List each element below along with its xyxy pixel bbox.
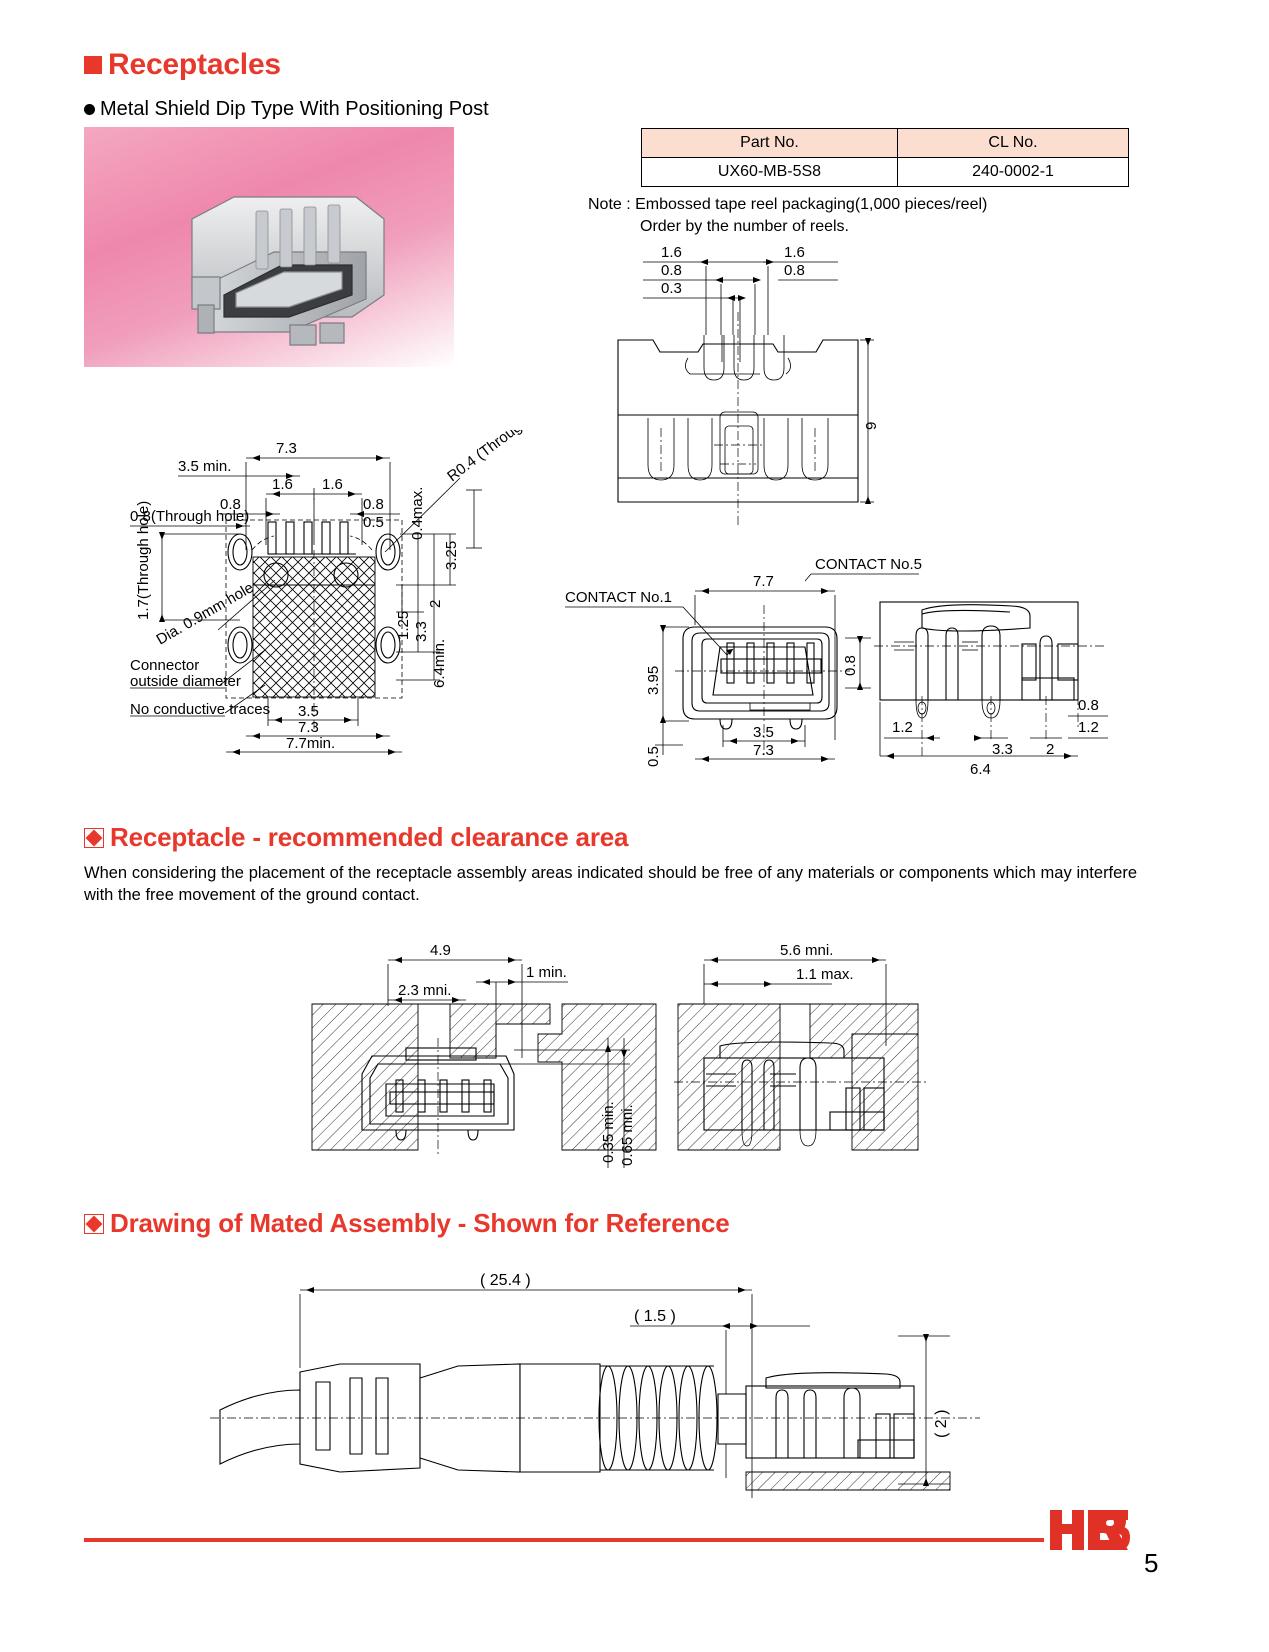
dim-11max: 1.1 max. (796, 966, 854, 983)
part-number-table: Part No. CL No. UX60-MB-5S8 240-0002-1 (641, 128, 1129, 187)
dim-77min: 7.7min. (286, 735, 335, 752)
dim-05: 0.5 (363, 514, 384, 531)
dim-64: 6.4 (970, 761, 991, 778)
dim-2: 2 (427, 600, 444, 608)
dim-325: 3.25 (443, 541, 460, 570)
dim-12-left: 1.2 (892, 719, 913, 736)
dim-15: ( 1.5 ) (634, 1308, 676, 1325)
bottom-view-drawing: 1.2 0.8 1.2 3.3 2 6.4 (870, 588, 1110, 798)
dim-08-right: 0.8 (784, 262, 805, 279)
dim-64min: 6.4min. (431, 639, 448, 688)
hrs-logo (1048, 1508, 1134, 1557)
clearance-side-drawing: 5.6 mni. 1.1 max. (670, 938, 930, 1188)
label-dia-09mm-hole: Dia. 0.9mm hole (154, 579, 257, 648)
table-header-row: Part No. CL No. (641, 128, 1129, 158)
section-heading-clearance: Receptacle - recommended clearance area (84, 822, 628, 853)
dim-08: 0.8 (842, 655, 859, 676)
dim-395: 3.95 (645, 666, 662, 695)
dim-2: 2 (1046, 741, 1054, 758)
cell-cl-no: 240-0002-1 (897, 157, 1129, 187)
dim-73: 7.3 (753, 742, 774, 759)
table-row: UX60-MB-5S8 240-0002-1 (641, 157, 1129, 187)
note-line-1: Note : Embossed tape reel packaging(1,00… (588, 196, 988, 213)
dim-17-through-hole: 1.7(Through hole) (135, 501, 152, 620)
side-view-drawing: 1.6 0.8 0.3 1.6 0.8 9 (588, 240, 888, 530)
dim-35: 3.5 (753, 724, 774, 741)
dim-35-bottom: 3.5 (298, 703, 319, 720)
dim-r04-through-hole: R0.4 (Through hole) (444, 430, 560, 485)
dim-08-left: 0.8 (661, 262, 682, 279)
clearance-front-drawing: 4.9 1 min. 2.3 mni. 0.35 min. 0.65 mni. (300, 938, 660, 1188)
subtitle-text: Metal Shield Dip Type With Positioning P… (100, 98, 489, 120)
dim-16-b: 1.6 (322, 476, 343, 493)
label-connector-outside-1: Connector (130, 657, 199, 674)
dim-33: 3.3 (992, 741, 1013, 758)
label-no-conductive-traces: No conductive traces (130, 701, 270, 718)
col-header-cl-no: CL No. (897, 128, 1129, 158)
square-marker-icon (84, 56, 102, 74)
dim-035min: 0.35 min. (600, 1101, 617, 1163)
dim-04max: 0.4max. (409, 487, 426, 540)
mated-assembly-drawing: ( 25.4 ) ( 1.5 ) ( 2 ) (190, 1268, 990, 1528)
page-title-text: Receptacles (108, 48, 281, 81)
clearance-heading-text: Receptacle - recommended clearance area (110, 822, 629, 852)
dim-16-a: 1.6 (272, 476, 293, 493)
dim-49: 4.9 (430, 942, 451, 959)
dim-73-bottom: 7.3 (298, 719, 319, 736)
dim-56mni: 5.6 mni. (780, 942, 833, 959)
section-heading-mated: Drawing of Mated Assembly - Shown for Re… (84, 1208, 730, 1239)
diamond-marker-icon-2 (84, 1213, 104, 1234)
dim-73-top: 7.3 (276, 440, 297, 457)
dim-77: 7.7 (753, 573, 774, 590)
subtitle: Metal Shield Dip Type With Positioning P… (84, 98, 489, 121)
clearance-description: When considering the placement of the re… (84, 864, 1137, 904)
page-number: 5 (1144, 1548, 1159, 1578)
contact-no5-label-group: CONTACT No.5 0.8 (805, 558, 925, 718)
dim-05: 0.5 (645, 746, 662, 767)
dim-1min: 1 min. (526, 964, 567, 981)
front-view-drawing: CONTACT No.1 7.7 3.95 0.5 3.5 7.3 (555, 555, 855, 770)
dim-height-9: 9 (863, 422, 880, 430)
dim-2: ( 2 ) (933, 1410, 950, 1438)
product-photo (84, 127, 454, 367)
dim-23mni: 2.3 mni. (398, 982, 451, 999)
dim-254: ( 25.4 ) (480, 1272, 531, 1289)
label-contact-no1: CONTACT No.1 (565, 589, 672, 606)
dim-03-left: 0.3 (661, 280, 682, 297)
dim-35-min: 3.5 min. (178, 458, 231, 475)
dim-12-right: 1.2 (1078, 719, 1099, 736)
dim-125: 1.25 (395, 611, 412, 640)
diamond-marker-icon (84, 827, 104, 848)
col-header-part-no: Part No. (641, 128, 898, 158)
footer-rule (84, 1538, 1044, 1542)
dim-08-right: 0.8 (363, 496, 384, 513)
cell-part-no: UX60-MB-5S8 (641, 157, 898, 187)
dim-08: 0.8 (1078, 697, 1099, 714)
label-connector-outside-2: outside diameter (130, 673, 241, 690)
dim-16-right: 1.6 (784, 244, 805, 261)
note-line-2: Order by the number of reels. (640, 218, 849, 235)
page-title: Receptacles (84, 48, 281, 82)
label-contact-no5: CONTACT No.5 (815, 558, 922, 573)
dim-16-left: 1.6 (661, 244, 682, 261)
mated-heading-text: Drawing of Mated Assembly - Shown for Re… (110, 1208, 730, 1238)
board-mounting-pattern-drawing: 7.3 3.5 min. 1.6 1.6 0.8 0.8 0.5 0.8(Thr… (100, 430, 560, 760)
dim-065mni: 0.65 mni. (619, 1104, 636, 1166)
bullet-dot-icon (84, 104, 95, 115)
dim-08-left: 0.8 (220, 496, 241, 513)
dim-08-through-hole: 0.8(Through hole) (130, 508, 249, 525)
dim-33: 3.3 (413, 621, 430, 642)
